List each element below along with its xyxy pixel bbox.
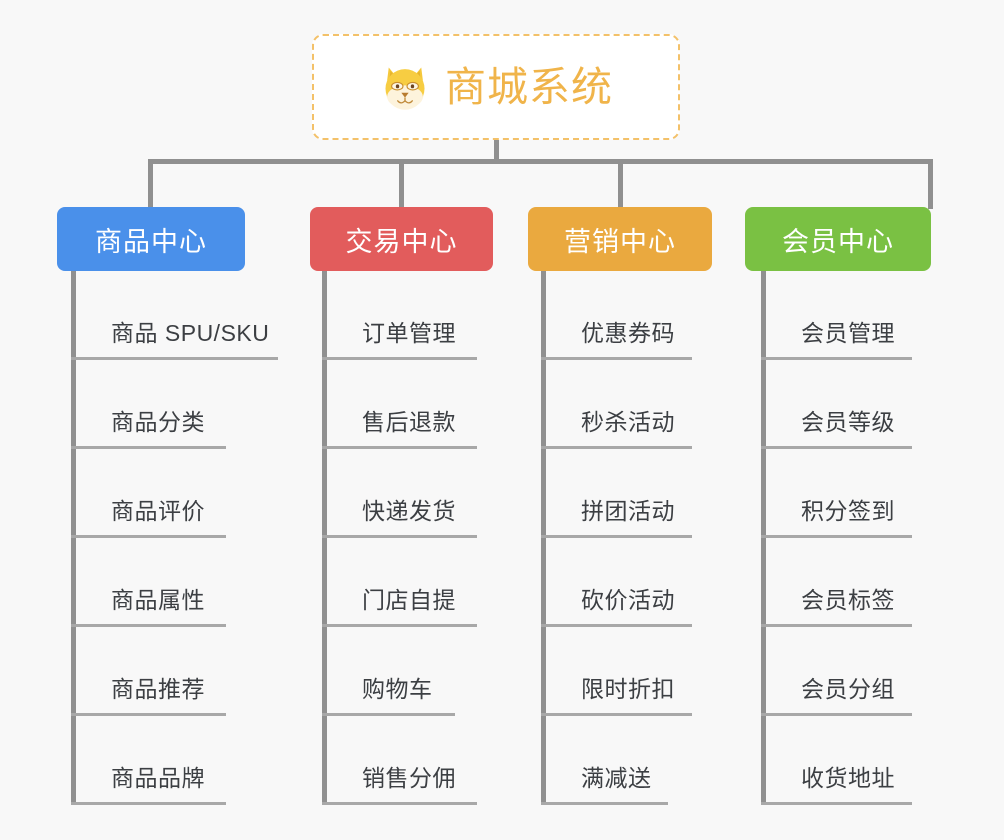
leaf-label: 商品推荐 bbox=[111, 676, 205, 702]
category-box-member-center[interactable]: 会员中心 bbox=[745, 207, 931, 271]
leaf-rule bbox=[71, 357, 278, 360]
leaf-rule bbox=[71, 446, 226, 449]
leaf-rule bbox=[322, 713, 455, 716]
leaf-label: 满减送 bbox=[581, 765, 652, 791]
leaf-rule bbox=[541, 357, 692, 360]
leaf-label: 会员分组 bbox=[801, 676, 895, 702]
leaf-rule bbox=[322, 446, 477, 449]
leaf-label: 购物车 bbox=[362, 676, 433, 702]
leaf-rule bbox=[761, 357, 912, 360]
root-node-shop-system[interactable]: 商城系统 bbox=[312, 34, 680, 140]
category-box-marketing-center[interactable]: 营销中心 bbox=[528, 207, 712, 271]
leaf-rule bbox=[322, 802, 477, 805]
shiba-dog-face-icon bbox=[385, 67, 425, 110]
leaf-rule bbox=[322, 535, 477, 538]
connector-horizontal-bus bbox=[148, 159, 933, 164]
category-label: 商品中心 bbox=[95, 226, 207, 257]
leaf-label: 秒杀活动 bbox=[581, 409, 675, 435]
leaf-rule bbox=[322, 624, 477, 627]
connector-root-stub bbox=[494, 140, 499, 164]
leaf-rule bbox=[322, 357, 477, 360]
leaf-rule bbox=[71, 624, 226, 627]
leaf-rule bbox=[761, 535, 912, 538]
leaf-label: 商品品牌 bbox=[111, 765, 205, 791]
leaf-label: 会员等级 bbox=[801, 409, 895, 435]
leaf-label: 积分签到 bbox=[801, 498, 895, 524]
leaf-rule bbox=[761, 624, 912, 627]
leaf-trunk bbox=[71, 271, 76, 805]
leaf-rule bbox=[71, 802, 226, 805]
leaf-rule bbox=[761, 802, 912, 805]
leaf-rule bbox=[71, 713, 226, 716]
leaf-label: 销售分佣 bbox=[362, 765, 456, 791]
leaf-label: 门店自提 bbox=[362, 587, 456, 613]
connector-drop-1 bbox=[148, 159, 153, 209]
leaf-rule bbox=[541, 446, 692, 449]
leaf-trunk bbox=[322, 271, 327, 805]
leaf-rule bbox=[541, 535, 692, 538]
leaf-label: 会员管理 bbox=[801, 320, 895, 346]
category-label: 营销中心 bbox=[564, 226, 676, 257]
leaf-rule bbox=[541, 802, 668, 805]
leaf-label: 快递发货 bbox=[362, 498, 456, 524]
leaf-label: 商品评价 bbox=[111, 498, 205, 524]
category-box-trade-center[interactable]: 交易中心 bbox=[310, 207, 493, 271]
category-label: 交易中心 bbox=[345, 226, 458, 257]
leaf-label: 商品 SPU/SKU bbox=[111, 320, 270, 346]
leaf-label: 限时折扣 bbox=[581, 676, 675, 702]
leaf-rule bbox=[761, 446, 912, 449]
leaf-label: 商品属性 bbox=[111, 587, 205, 613]
leaf-label: 订单管理 bbox=[362, 320, 456, 346]
connector-drop-4 bbox=[928, 159, 933, 209]
leaf-label: 商品分类 bbox=[111, 409, 205, 435]
connector-drop-3 bbox=[618, 159, 623, 209]
leaf-trunk bbox=[761, 271, 766, 805]
leaf-rule bbox=[541, 713, 692, 716]
leaf-trunk bbox=[541, 271, 546, 805]
category-box-product-center[interactable]: 商品中心 bbox=[57, 207, 245, 271]
root-node-title: 商城系统 bbox=[445, 63, 613, 110]
leaf-label: 收货地址 bbox=[801, 765, 895, 791]
leaf-label: 拼团活动 bbox=[581, 498, 675, 524]
category-label: 会员中心 bbox=[782, 226, 894, 257]
leaf-label: 砍价活动 bbox=[581, 587, 675, 613]
leaf-rule bbox=[761, 713, 912, 716]
connector-drop-2 bbox=[399, 159, 404, 209]
leaf-label: 优惠券码 bbox=[581, 320, 675, 346]
leaf-label: 售后退款 bbox=[362, 409, 456, 435]
leaf-label: 会员标签 bbox=[801, 587, 895, 613]
leaf-rule bbox=[71, 535, 226, 538]
leaf-rule bbox=[541, 624, 692, 627]
